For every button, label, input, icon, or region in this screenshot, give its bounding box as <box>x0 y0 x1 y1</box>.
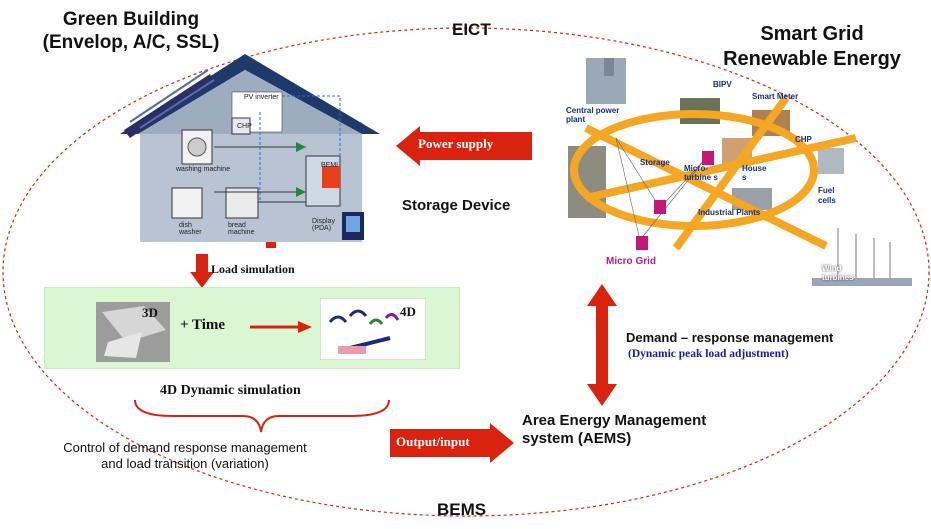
houses-label: House s <box>742 164 767 182</box>
load-simulation-arrow <box>190 254 214 288</box>
aems-label: Area Energy Management system (AEMS) <box>522 412 707 447</box>
bems-label: BEMS <box>437 500 487 519</box>
eict-label: EICT <box>452 20 491 39</box>
bread-machine-label: bread machine <box>228 222 255 236</box>
storage-label: Storage <box>640 158 670 167</box>
green-building-house-illustration <box>120 54 380 248</box>
micro-grid-label: Micro Grid <box>606 256 657 267</box>
output-input-label: Output/input <box>396 434 470 449</box>
chp-label: CHP <box>237 123 252 130</box>
wind-turbines-label: Wind turbines <box>822 264 854 282</box>
dynamic-simulation-label: 4D Dynamic simulation <box>160 383 301 398</box>
fuel-cells-label: Fuel cells <box>818 186 836 205</box>
smart-meter-label: Smart Meter <box>752 92 799 101</box>
washing-machine-label: washing machine <box>176 166 231 173</box>
central-power-plant-label: Central power plant <box>566 106 620 124</box>
power-supply-arrow <box>396 126 532 166</box>
industrial-plants-label: Industrial Plants <box>698 208 761 217</box>
time-arrow <box>250 321 312 333</box>
simulation-brace <box>134 399 390 433</box>
plus-time-label: + Time <box>180 317 226 333</box>
demand-response-arrow <box>587 284 617 406</box>
3d-label: 3D <box>142 305 158 320</box>
pv-inverter-label: PV inverter <box>244 94 279 101</box>
dynamic-peak-label: (Dynamic peak load adjustment) <box>628 348 789 360</box>
control-description: Control of demand response management an… <box>63 440 307 471</box>
4d-label: 4D <box>400 304 416 319</box>
demand-response-label: Demand – response management <box>626 330 834 345</box>
dish-washer-label: dish washer <box>179 222 202 236</box>
grid-chp-label: CHP <box>795 135 812 144</box>
bipv-label: BIPV <box>713 80 732 89</box>
display-label: Display (PDA) <box>312 218 335 232</box>
load-simulation-label: Load simulation <box>211 262 295 276</box>
power-supply-label: Power supply <box>418 136 494 151</box>
smart-grid-title: Smart Grid Renewable Energy <box>723 23 901 70</box>
output-input-arrow <box>390 423 514 463</box>
bemi-label: BEMI <box>321 162 339 169</box>
4d-model-image <box>320 298 426 360</box>
green-building-title: Green Building (Envelop, A/C, SSL) <box>42 9 220 53</box>
smart-grid-illustration <box>568 58 912 286</box>
micro-turbines-label: Micro-turbine s <box>684 164 718 182</box>
3d-model-image <box>96 302 170 362</box>
storage-device-label: Storage Device <box>402 197 511 214</box>
